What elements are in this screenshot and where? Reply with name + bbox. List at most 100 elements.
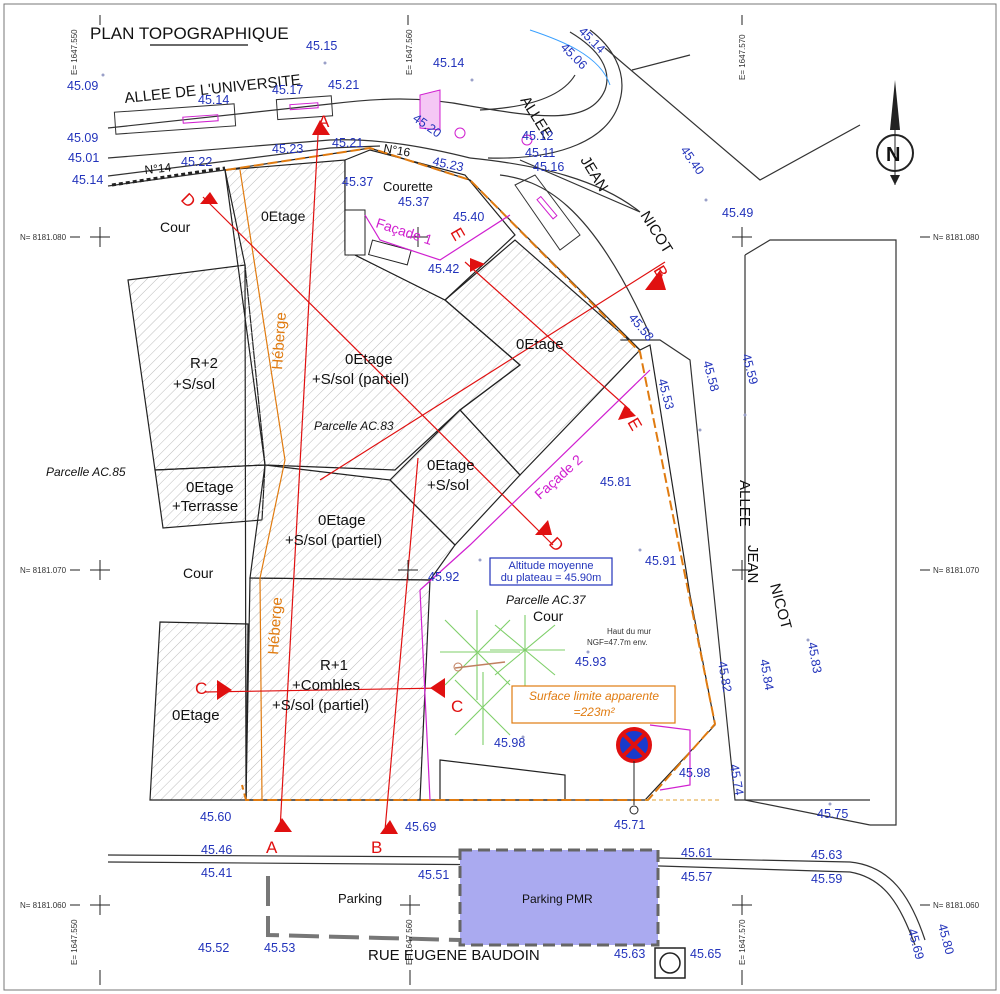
elevation: 45.09 bbox=[67, 131, 98, 145]
grid-n-060-left: N= 8181.060 bbox=[20, 901, 67, 910]
label-center-ssol: +S/sol (partiel) bbox=[312, 371, 409, 388]
grid-e-560-top: E= 1647.560 bbox=[405, 29, 414, 75]
label-r2: R+2 bbox=[190, 355, 218, 372]
label-cour-mid: Cour bbox=[183, 565, 214, 581]
section-a-top: A bbox=[318, 112, 330, 131]
elevation: 45.01 bbox=[68, 151, 99, 165]
elevation-points: 45.15 45.09 45.14 45.17 45.21 45.09 45.0… bbox=[67, 24, 957, 961]
grid-e-550-bottom: E= 1647.550 bbox=[70, 919, 79, 965]
label-parcelle-37: Parcelle AC.37 bbox=[506, 593, 587, 607]
street-jean-right: JEAN bbox=[744, 545, 761, 583]
mur-note-line1: Haut du mur bbox=[607, 627, 651, 636]
plan-title: PLAN TOPOGRAPHIQUE bbox=[90, 24, 289, 43]
elevation: 45.63 bbox=[811, 848, 842, 862]
water-line bbox=[529, 29, 611, 86]
elevation: 45.23 bbox=[272, 142, 303, 156]
elevation: 45.23 bbox=[431, 154, 465, 174]
elevation: 45.98 bbox=[679, 766, 710, 780]
manhole bbox=[654, 947, 686, 979]
facade-lines bbox=[364, 214, 691, 801]
street-jean: JEAN bbox=[577, 153, 612, 195]
parking-border bbox=[266, 876, 461, 942]
section-d-top: D bbox=[177, 189, 199, 211]
elevation: 45.58 bbox=[700, 359, 722, 393]
road-rue-eugene-baudoin bbox=[107, 854, 926, 946]
section-c-left: C bbox=[195, 679, 207, 698]
grid-crosses bbox=[70, 15, 930, 985]
section-b-bottom: B bbox=[371, 838, 382, 857]
elevation: 45.59 bbox=[739, 352, 761, 386]
surface-line1: Surface limite apparente bbox=[529, 689, 659, 703]
elevation: 45.69 bbox=[905, 927, 927, 961]
elevation: 45.75 bbox=[817, 807, 848, 821]
label-mid-etage: 0Etage bbox=[427, 457, 475, 474]
elevation: 45.40 bbox=[678, 144, 707, 178]
sheet-border bbox=[3, 3, 997, 991]
north-letter: N bbox=[886, 144, 900, 166]
label-courette: Courette bbox=[383, 179, 433, 194]
parking-pmr-zone bbox=[458, 848, 660, 947]
elevation: 45.91 bbox=[645, 554, 676, 568]
trees bbox=[440, 610, 565, 745]
section-a-bottom: A bbox=[266, 838, 278, 857]
label-terrasse: +Terrasse bbox=[172, 498, 238, 515]
elevation: 45.74 bbox=[727, 763, 746, 796]
grid-e-550-top: E= 1647.550 bbox=[70, 29, 79, 75]
buildings bbox=[127, 147, 716, 801]
elevation: 45.14 bbox=[72, 173, 103, 187]
altitude-box bbox=[489, 557, 613, 586]
label-lower-etage: 0Etage bbox=[318, 512, 366, 529]
stairs bbox=[344, 209, 412, 266]
elevation: 45.82 bbox=[715, 660, 734, 693]
grid-e-560-bottom: E= 1647.560 bbox=[405, 919, 414, 965]
elevation: 45.84 bbox=[757, 658, 776, 691]
grid-n-080-right: N= 8181.080 bbox=[933, 233, 980, 242]
elevation: 45.98 bbox=[494, 736, 525, 750]
elevation: 45.22 bbox=[181, 155, 212, 169]
elevation: 45.61 bbox=[681, 846, 712, 860]
elevation: 45.71 bbox=[614, 818, 645, 832]
section-d-bottom: D bbox=[545, 533, 567, 555]
elevation: 45.58 bbox=[626, 311, 657, 344]
mur-note-line2: NGF=47.7m env. bbox=[587, 638, 648, 647]
curb-dashed bbox=[111, 166, 226, 187]
road-allee-jean-nicot bbox=[469, 29, 897, 826]
elevation: 45.83 bbox=[805, 641, 824, 674]
altitude-line2: du plateau = 45.90m bbox=[501, 572, 602, 584]
elevation-dots bbox=[101, 61, 832, 806]
islands bbox=[113, 95, 581, 251]
elevation: 45.12 bbox=[522, 129, 553, 143]
label-heberge-bottom: Héberge bbox=[265, 597, 286, 656]
surface-box bbox=[511, 685, 676, 724]
north-arrow-icon: N bbox=[876, 80, 914, 185]
elevation: 45.65 bbox=[690, 947, 721, 961]
label-center-etage: 0Etage bbox=[345, 351, 393, 368]
elevation: 45.59 bbox=[811, 872, 842, 886]
section-c-right: C bbox=[451, 697, 463, 716]
elevation: 45.60 bbox=[200, 810, 231, 824]
label-heberge-top: Héberge bbox=[269, 312, 290, 371]
elevation: 45.52 bbox=[198, 941, 229, 955]
section-lines bbox=[202, 134, 666, 831]
elevation: 45.21 bbox=[332, 136, 363, 150]
elevation: 45.17 bbox=[272, 83, 303, 97]
label-parcelle-83: Parcelle AC.83 bbox=[314, 419, 394, 433]
grid-e-570-bottom: E= 1647.570 bbox=[738, 919, 747, 965]
elevation: 45.51 bbox=[418, 868, 449, 882]
elevation: 45.37 bbox=[342, 175, 373, 189]
elevation: 45.37 bbox=[398, 195, 429, 209]
street-allee-right: ALLEE bbox=[736, 480, 753, 527]
label-right-etage: 0Etage bbox=[516, 336, 564, 353]
elevation: 45.80 bbox=[935, 922, 957, 956]
label-parking: Parking bbox=[338, 891, 382, 906]
label-cour-top: Cour bbox=[160, 219, 191, 235]
elevation: 45.63 bbox=[614, 947, 645, 961]
elevation: 45.93 bbox=[575, 655, 606, 669]
label-combles: +Combles bbox=[292, 677, 360, 694]
elevation: 45.06 bbox=[558, 40, 590, 72]
elevation: 45.21 bbox=[328, 78, 359, 92]
label-parcelle-85: Parcelle AC.85 bbox=[46, 465, 126, 479]
elevation: 45.16 bbox=[533, 160, 564, 174]
